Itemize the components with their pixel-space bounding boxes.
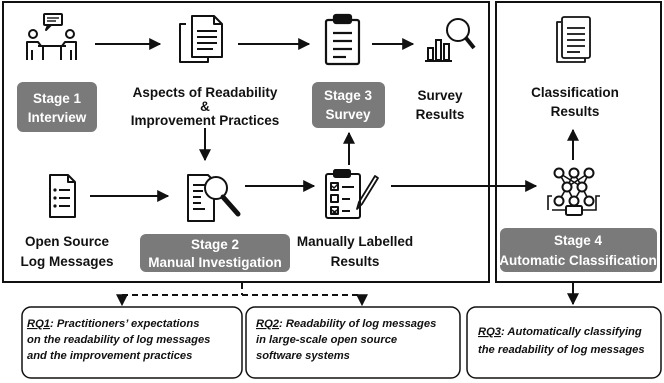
svg-text:Improvement Practices: Improvement Practices bbox=[131, 113, 280, 128]
rq2-box: RQ2: Readability of log messages in larg… bbox=[245, 306, 461, 379]
stage-2-name: Manual Investigation bbox=[148, 255, 282, 270]
arrows bbox=[90, 38, 579, 307]
manual-study-frame bbox=[2, 1, 490, 283]
survey-results-label: Survey Results bbox=[416, 88, 465, 122]
svg-text:Open Source: Open Source bbox=[25, 234, 110, 249]
svg-text:Log Messages: Log Messages bbox=[20, 254, 113, 269]
rq3-text-1: RQ3: Automatically classifying bbox=[478, 326, 642, 338]
aspects-label: Aspects of Readability & Improvement Pra… bbox=[131, 85, 280, 128]
rq1-text-3: and the improvement practices bbox=[27, 350, 192, 362]
stage-3-box: Stage 3 Survey bbox=[312, 82, 385, 128]
svg-text:Classification: Classification bbox=[531, 85, 619, 100]
log-file-icon bbox=[49, 174, 76, 218]
investigation-icon bbox=[187, 174, 241, 222]
stage-2-box: Stage 2 Manual Investigation bbox=[140, 234, 290, 272]
svg-text:Results: Results bbox=[551, 104, 600, 119]
stage-1-title: Stage 1 bbox=[33, 91, 82, 106]
results-chart-icon bbox=[425, 18, 476, 62]
stage-4-name: Automatic Classification bbox=[499, 253, 657, 268]
svg-text:Survey: Survey bbox=[417, 88, 463, 103]
svg-text:Results: Results bbox=[416, 107, 465, 122]
open-source-label: Open Source Log Messages bbox=[20, 234, 113, 269]
classification-results-label: Classification Results bbox=[531, 85, 619, 119]
rq1-box: RQ1: Practitioners’ expectations on the … bbox=[21, 306, 243, 379]
rq2-text-1: RQ2: Readability of log messages bbox=[256, 318, 436, 330]
stage-4-box: Stage 4 Automatic Classification bbox=[499, 228, 657, 272]
rq3-box: RQ3: Automatically classifying the reada… bbox=[466, 306, 662, 379]
stage-1-box: Stage 1 Interview bbox=[17, 82, 97, 132]
svg-text:Results: Results bbox=[331, 254, 380, 269]
stage-4-title: Stage 4 bbox=[554, 233, 603, 248]
stage-1-name: Interview bbox=[28, 110, 87, 125]
dashed-connector bbox=[122, 283, 362, 296]
svg-text:&: & bbox=[200, 99, 210, 114]
manually-labelled-label: Manually Labelled Results bbox=[297, 234, 413, 269]
rq3-text-2: the readability of log messages bbox=[478, 344, 645, 356]
rq2-text-2: in large-scale open source bbox=[256, 334, 397, 346]
survey-clipboard-icon bbox=[324, 13, 361, 66]
rq2-text-3: software systems bbox=[256, 350, 350, 362]
documents-icon bbox=[179, 15, 223, 63]
labelled-checklist-icon bbox=[325, 169, 379, 219]
rq1-text-1: RQ1: Practitioners’ expectations bbox=[27, 318, 199, 330]
stage-3-name: Survey bbox=[325, 107, 371, 122]
rq1-text-2: on the readability of log messages bbox=[27, 334, 210, 346]
interview-icon bbox=[26, 13, 77, 60]
svg-text:Manually Labelled: Manually Labelled bbox=[297, 234, 413, 249]
stage-2-title: Stage 2 bbox=[191, 237, 239, 252]
neural-network-icon bbox=[547, 167, 600, 216]
svg-text:Aspects of Readability: Aspects of Readability bbox=[133, 85, 278, 100]
classification-document-icon bbox=[556, 16, 591, 63]
automatic-study-frame bbox=[495, 1, 662, 283]
stage-3-title: Stage 3 bbox=[324, 88, 373, 103]
